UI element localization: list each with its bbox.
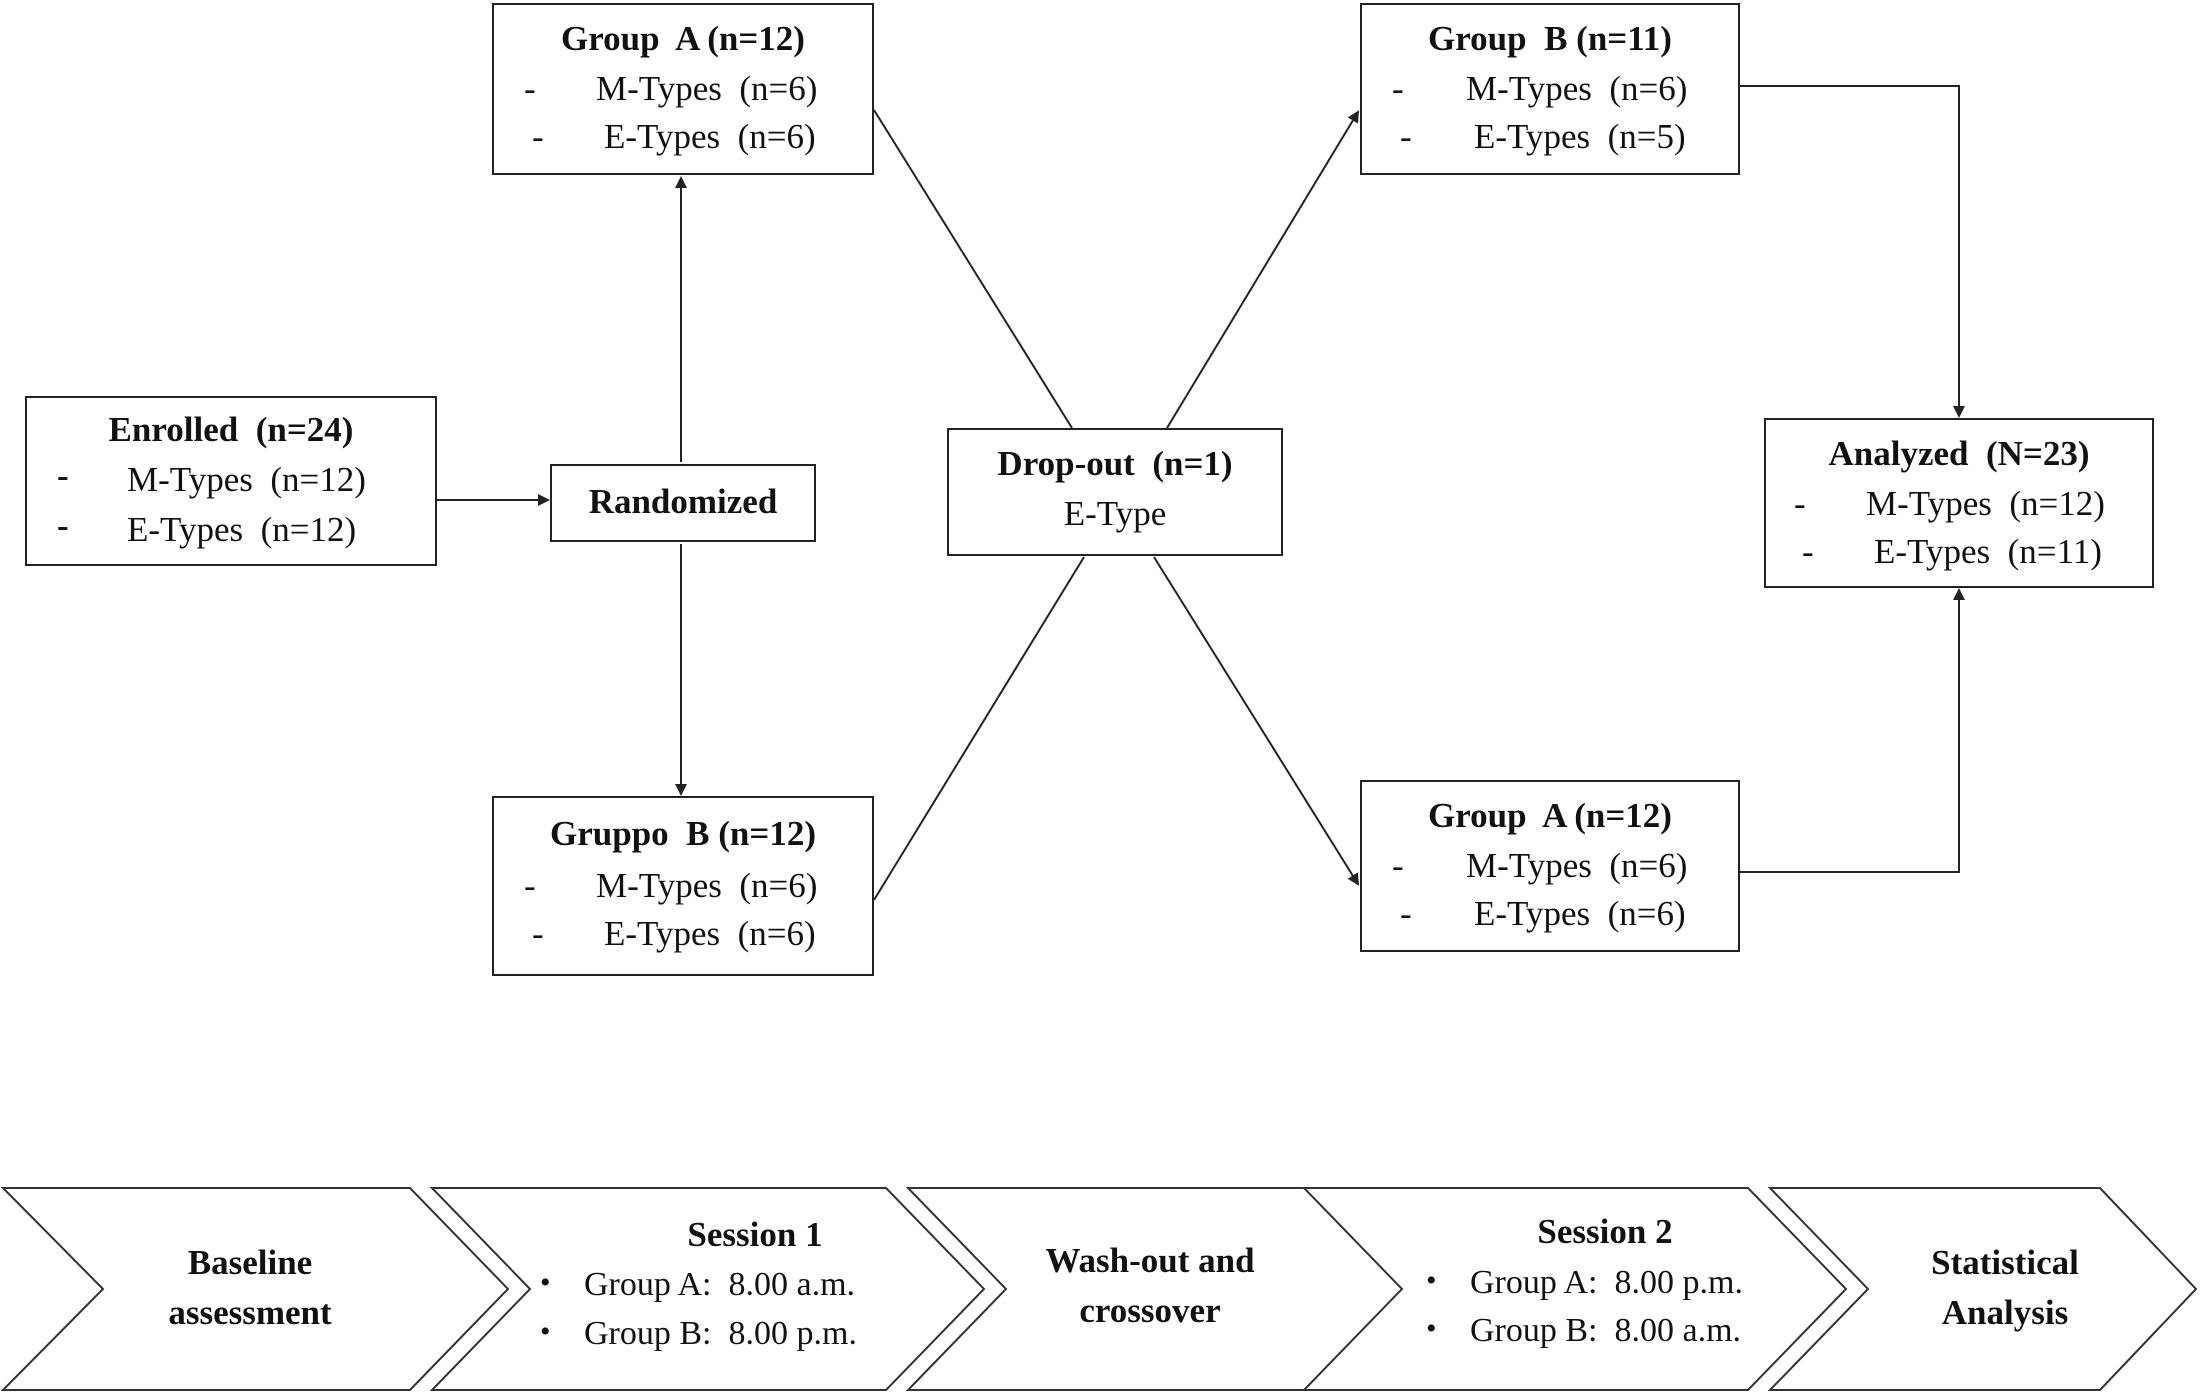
group-a-top-dash-1: -: [524, 69, 536, 108]
timeline-statistical-line2: Analysis: [1941, 1293, 2069, 1332]
timeline-session1-bullet-2: •: [540, 1315, 551, 1348]
arrow-group-a-to-analyzed: [1740, 588, 1965, 873]
enrolled-item-e-types: E-Types (n=12): [127, 510, 357, 549]
arrow-group-b-to-analyzed: [1740, 85, 1965, 418]
group-b-right-item-e-types: E-Types (n=5): [1474, 117, 1686, 156]
randomized-label: Randomized: [588, 482, 778, 521]
group-a-right-item-m-types: M-Types (n=6): [1466, 846, 1688, 885]
group-b-right-title: Group B (n=11): [1428, 19, 1672, 58]
group-a-top-box: Group A (n=12) - M-Types (n=6) - E-Types…: [492, 3, 874, 175]
group-a-top-item-e-types: E-Types (n=6): [604, 117, 816, 156]
group-a-top-item-m-types: M-Types (n=6): [596, 69, 818, 108]
timeline-baseline-label: Baseline assessment: [130, 1238, 370, 1338]
timeline-washout-label: Wash-out and crossover: [1000, 1236, 1300, 1336]
group-a-right-dash-2: -: [1400, 894, 1412, 933]
enrolled-dash-2: -: [57, 506, 69, 545]
group-b-right-dash-2: -: [1400, 117, 1412, 156]
dropout-subtitle: E-Type: [1063, 494, 1167, 533]
chevron-session1: [429, 1187, 986, 1391]
gruppo-b-item-e-types: E-Types (n=6): [604, 914, 816, 953]
gruppo-b-box: Gruppo B (n=12) - M-Types (n=6) - E-Type…: [492, 796, 874, 976]
group-a-top-title: Group A (n=12): [561, 19, 805, 58]
gruppo-b-dash-2: -: [532, 914, 544, 953]
timeline-session1-row-1: Group A: 8.00 a.m.: [584, 1266, 856, 1303]
timeline-session1-row-2: Group B: 8.00 p.m.: [584, 1315, 857, 1352]
group-b-right-item-m-types: M-Types (n=6): [1466, 69, 1688, 108]
dropout-title: Drop-out (n=1): [997, 444, 1233, 483]
analyzed-item-e-types: E-Types (n=11): [1874, 532, 2102, 571]
chevron-baseline: [0, 1187, 510, 1391]
line-group-a-to-dropout: [873, 109, 1073, 429]
chevron-session2: [1301, 1187, 1848, 1391]
gruppo-b-title: Gruppo B (n=12): [550, 814, 816, 853]
chevron-statistical: [1767, 1187, 2198, 1391]
timeline-session2-row-1: Group A: 8.00 p.m.: [1470, 1264, 1743, 1301]
group-a-right-item-e-types: E-Types (n=6): [1474, 894, 1686, 933]
dropout-box: Drop-out (n=1) E-Type: [947, 428, 1283, 556]
gruppo-b-item-m-types: M-Types (n=6): [596, 866, 818, 905]
timeline-session2-bullet-2: •: [1426, 1312, 1437, 1345]
timeline-washout-line2: crossover: [1079, 1291, 1221, 1330]
enrolled-box: Enrolled (n=24) - M-Types (n=12) - E-Typ…: [25, 396, 437, 566]
group-a-right-dash-1: -: [1392, 846, 1404, 885]
group-b-right-box: Group B (n=11) - M-Types (n=6) - E-Types…: [1360, 3, 1740, 175]
analyzed-title: Analyzed (N=23): [1828, 434, 2090, 473]
line-gruppo-b-to-dropout: [873, 556, 1085, 901]
timeline-session2-bullet-1: •: [1426, 1264, 1437, 1297]
analyzed-box: Analyzed (N=23) - M-Types (n=12) - E-Typ…: [1764, 418, 2154, 588]
timeline-session2-title: Session 2: [1537, 1212, 1673, 1251]
arrow-dropout-to-group-a: [1153, 556, 1360, 886]
enrolled-title: Enrolled (n=24): [108, 410, 354, 449]
group-b-right-dash-1: -: [1392, 69, 1404, 108]
timeline-session2-row-2: Group B: 8.00 a.m.: [1470, 1312, 1742, 1349]
gruppo-b-dash-1: -: [524, 866, 536, 905]
analyzed-dash-2: -: [1802, 532, 1814, 571]
timeline-session1-title: Session 1: [687, 1215, 823, 1254]
randomized-box: Randomized: [550, 464, 816, 542]
enrolled-item-m-types: M-Types (n=12): [127, 460, 366, 499]
analyzed-item-m-types: M-Types (n=12): [1866, 484, 2105, 523]
timeline-session1-bullet-1: •: [540, 1266, 551, 1299]
group-a-right-box: Group A (n=12) - M-Types (n=6) - E-Types…: [1360, 780, 1740, 952]
timeline-statistical-label: Statistical Analysis: [1880, 1238, 2130, 1338]
timeline-washout-line1: Wash-out and: [1045, 1241, 1255, 1280]
arrow-dropout-to-group-b: [1166, 110, 1360, 429]
timeline-baseline-line1: Baseline: [187, 1243, 313, 1282]
group-a-right-title: Group A (n=12): [1428, 796, 1672, 835]
enrolled-dash-1: -: [57, 456, 69, 495]
timeline-baseline-line2: assessment: [168, 1293, 332, 1332]
group-a-top-dash-2: -: [532, 117, 544, 156]
analyzed-dash-1: -: [1794, 484, 1806, 523]
timeline-statistical-line1: Statistical: [1931, 1243, 2079, 1282]
